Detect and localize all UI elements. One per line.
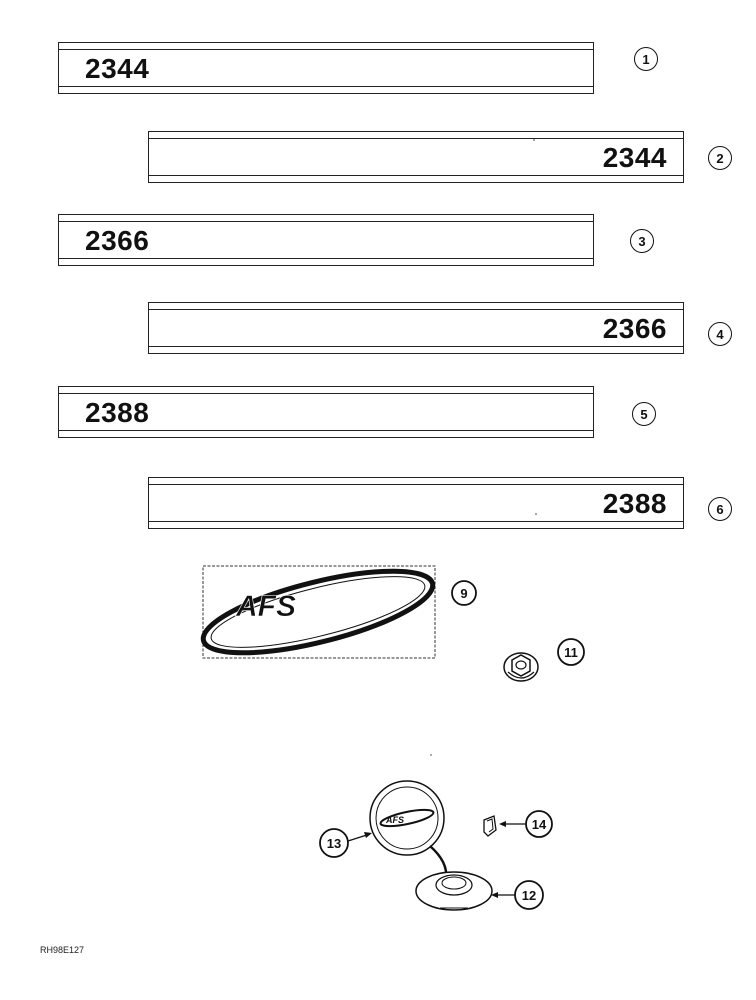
decal-rule [59, 393, 593, 394]
callout-4: 4 [708, 322, 732, 346]
decal-rule [59, 86, 593, 87]
decal-rule [149, 138, 683, 139]
decal-rule [149, 346, 683, 347]
emblem-base [415, 871, 493, 911]
callout-13-label: 13 [327, 836, 341, 851]
decal-number: 2366 [602, 313, 667, 344]
callout-5: 5 [632, 402, 656, 426]
decal-rule [59, 430, 593, 431]
decal-number: 2344 [85, 53, 150, 84]
callout-2: 2 [708, 146, 732, 170]
afs-logo-decal: AFS [200, 565, 436, 659]
decal-strip-4: 2366 [148, 302, 684, 354]
callout-1: 1 [634, 47, 658, 71]
callout-13: 13 [319, 828, 372, 858]
decal-strip-3: 2366 [58, 214, 594, 266]
emblem-text: AFS [385, 815, 404, 825]
callout-14-label: 14 [532, 817, 547, 832]
decal-number: 2388 [602, 488, 667, 519]
decal-strip-6: 2388 [148, 477, 684, 529]
afs-logo-text: AFS [235, 590, 296, 623]
decal-rule [149, 175, 683, 176]
callout-9-label: 9 [460, 586, 467, 601]
decal-rule [59, 258, 593, 259]
flange-nut-icon [503, 652, 539, 682]
decal-number: 2366 [85, 225, 150, 256]
decal-strip-5: 2388 [58, 386, 594, 438]
decal-rule [59, 49, 593, 50]
decal-number: 2388 [85, 397, 150, 428]
clip-icon [483, 815, 497, 837]
decal-rule [149, 521, 683, 522]
reference-code: RH98E127 [40, 945, 85, 955]
callout-9: 9 [451, 580, 477, 606]
decal-rule [149, 309, 683, 310]
callout-12: 12 [491, 880, 544, 910]
decal-rule [149, 484, 683, 485]
afs-emblem: AFS [369, 780, 445, 856]
decal-rule [59, 221, 593, 222]
decal-strip-1: 2344 [58, 42, 594, 94]
callout-11: 11 [557, 638, 585, 666]
callout-3: 3 [630, 229, 654, 253]
decal-number: 2344 [602, 142, 667, 173]
callout-6: 6 [708, 497, 732, 521]
callout-14: 14 [499, 810, 553, 838]
decal-strip-2: 2344 [148, 131, 684, 183]
callout-12-label: 12 [522, 888, 536, 903]
callout-11-label: 11 [564, 645, 578, 660]
